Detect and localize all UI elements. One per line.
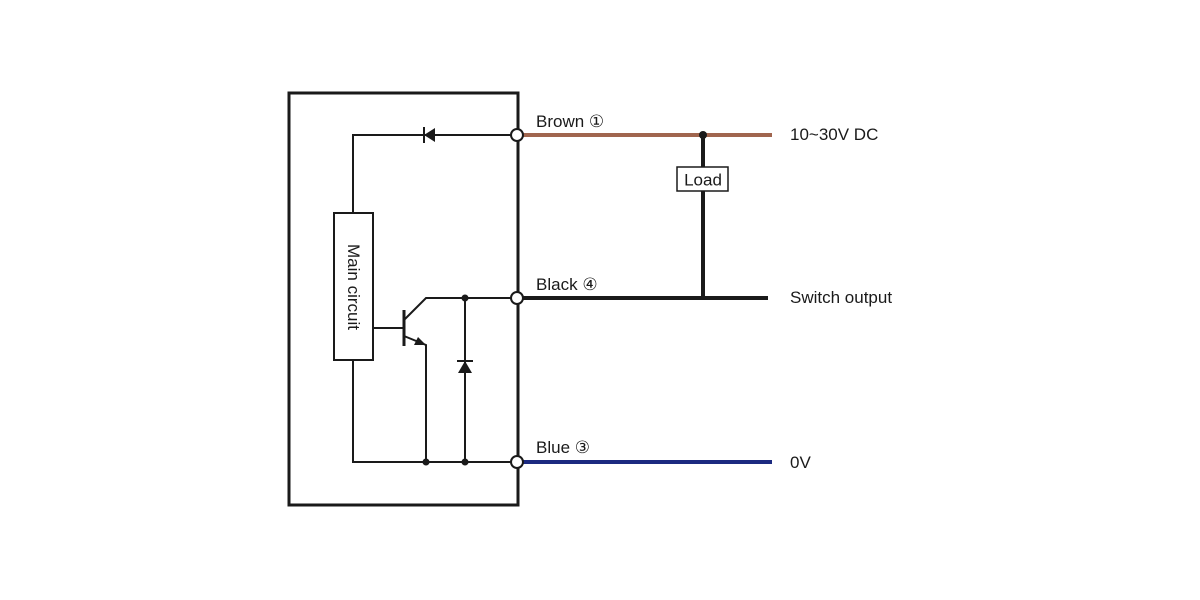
junction-dot [461,294,469,302]
terminal-brown [510,128,524,142]
blue-wire-label: Blue ③ [536,438,590,457]
load-junction-dot [699,131,707,139]
clamp-diode-symbol [457,360,473,373]
internal-top-line [352,134,511,213]
main-circuit-box [333,212,374,361]
ground-label: 0V [790,453,811,472]
load-box [676,166,729,192]
junction-dot [461,458,469,466]
internal-bottom-line [352,360,511,463]
top-diode-symbol [423,127,435,143]
terminal-blue [510,455,524,469]
black-wire-label: Black ④ [536,275,598,294]
switch-output-label: Switch output [790,288,892,307]
load-label: Load [684,171,722,190]
main-circuit-label: Main circuit [344,244,363,330]
terminal-black [510,291,524,305]
junction-dot [422,458,430,466]
supply-voltage-label: 10~30V DC [790,125,878,144]
brown-wire-label: Brown ① [536,112,604,131]
output-transistor-symbol [373,297,511,462]
